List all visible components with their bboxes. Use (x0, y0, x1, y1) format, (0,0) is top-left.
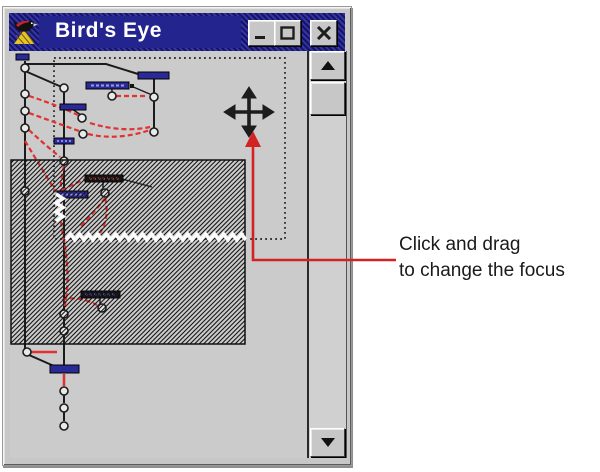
move-cursor-icon (223, 86, 275, 138)
vertical-scrollbar[interactable] (308, 51, 347, 458)
window-title: Bird's Eye (55, 19, 162, 42)
minimize-button[interactable] (248, 20, 275, 46)
title-bar[interactable]: Bird's Eye (9, 13, 345, 51)
hatched-region (10, 159, 246, 345)
scroll-up-button[interactable] (310, 51, 345, 80)
close-button[interactable] (310, 20, 337, 46)
annotation-line2: to change the focus (399, 260, 565, 281)
zigzag-break-marks (52, 192, 248, 243)
scroll-down-button[interactable] (310, 428, 345, 457)
callout-annotation: Click and drag to change the focus (399, 232, 565, 284)
scrollbar-thumb[interactable] (310, 82, 345, 115)
title-bar-fill (39, 16, 241, 48)
bird-icon (11, 17, 38, 47)
close-icon (316, 26, 331, 40)
maximize-button[interactable] (274, 20, 301, 46)
maximize-icon (280, 26, 295, 40)
birds-eye-window: Bird's Eye (2, 6, 352, 466)
annotation-line1: Click and drag (399, 234, 521, 255)
minimize-icon (255, 35, 265, 39)
arrow-up-icon (320, 61, 335, 70)
diagram-canvas[interactable] (10, 51, 308, 458)
arrow-down-icon (320, 438, 335, 447)
